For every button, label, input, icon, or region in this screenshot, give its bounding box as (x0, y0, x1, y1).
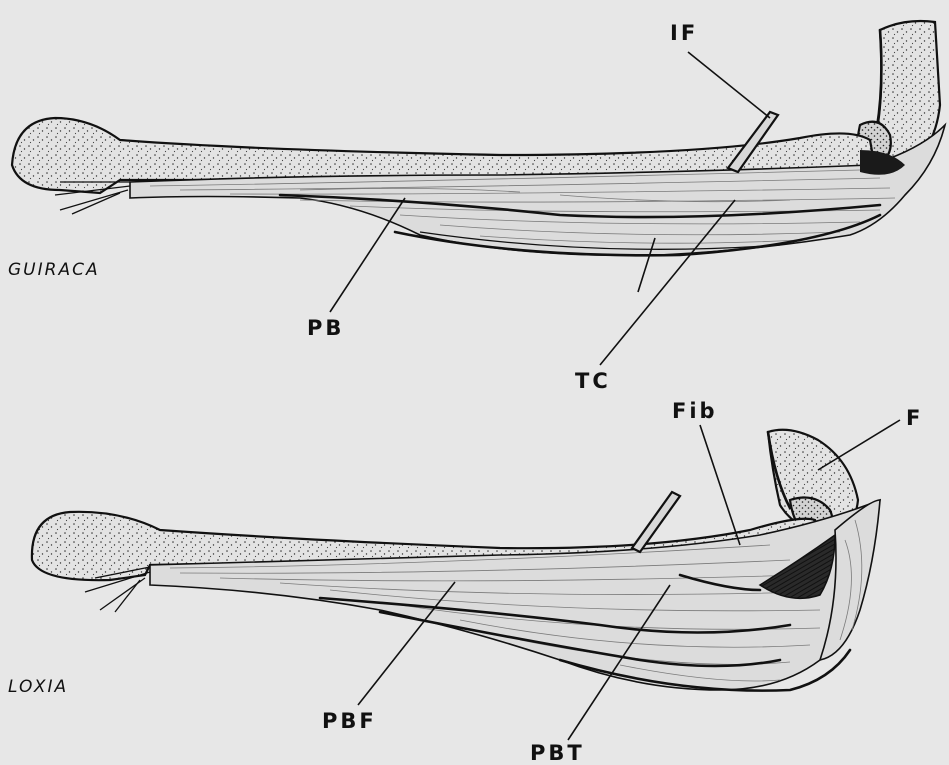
genus-label-guiraca: GUIRACA (8, 260, 100, 280)
label-if: IF (670, 21, 698, 45)
label-fib: Fib (672, 399, 718, 423)
genus-label-loxia: LOXIA (8, 677, 68, 697)
guiraca-leg-drawing (12, 21, 945, 255)
label-tc: TC (575, 369, 611, 393)
leader-f (818, 420, 900, 470)
label-f: F (906, 406, 923, 430)
leader-pb (330, 198, 405, 312)
leader-fib (700, 425, 740, 545)
label-pbf: PBF (322, 709, 377, 733)
label-pbt: PBT (530, 741, 585, 765)
label-pb: PB (307, 316, 344, 340)
loxia-leg-drawing (32, 430, 880, 691)
leader-if (688, 52, 770, 118)
